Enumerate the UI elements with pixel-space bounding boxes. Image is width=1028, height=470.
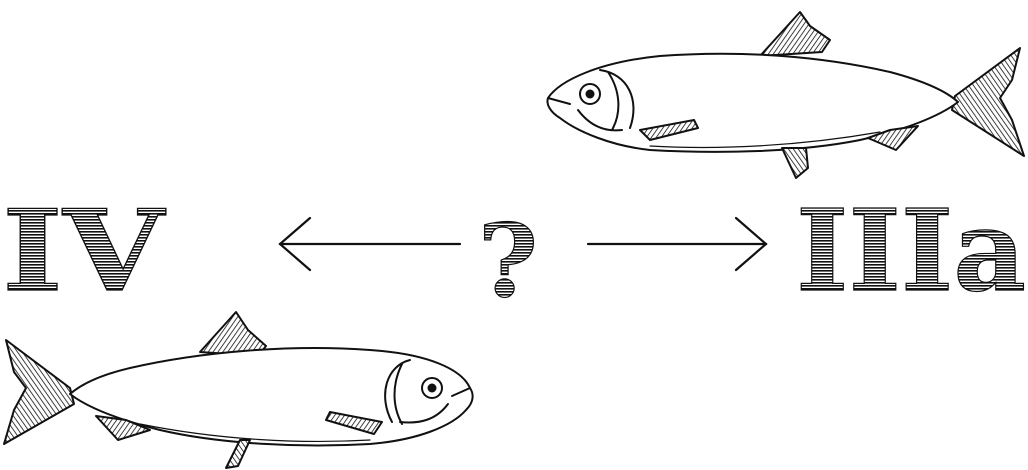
pelvic-fin [781, 147, 809, 179]
anal-fin [867, 125, 919, 151]
left-arrow [278, 216, 462, 272]
pelvic-fin [225, 439, 251, 469]
pectoral-fin [325, 411, 383, 435]
gill-cover [384, 359, 411, 425]
tail-fin [951, 47, 1025, 157]
fish-bottom-left [3, 311, 474, 469]
label-left: IV [2, 186, 166, 317]
anal-fin [95, 415, 151, 441]
label-center: ? [478, 202, 538, 320]
tail-fin [3, 339, 75, 445]
label-right: IIIa [796, 186, 1026, 317]
gill-cover [599, 69, 635, 131]
right-arrow [586, 216, 768, 272]
fish-top-right [546, 11, 1025, 179]
dorsal-fin [759, 11, 831, 57]
pectoral-fin [639, 119, 699, 141]
